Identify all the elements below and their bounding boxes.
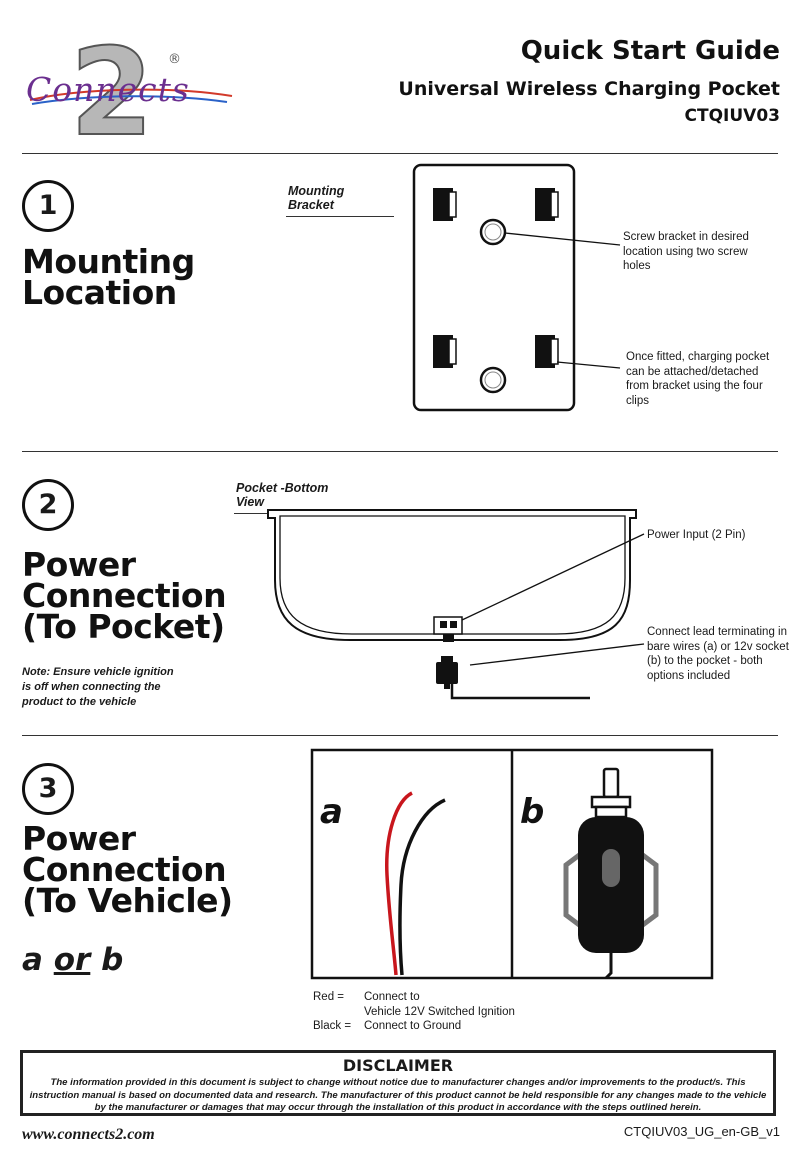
divider-step1 (22, 451, 778, 452)
bracket-clip (535, 335, 559, 368)
logo-graphic: 2 (29, 28, 233, 148)
pocket-outline (267, 509, 637, 641)
legend-key: Red = (313, 991, 345, 1003)
note-line: Note: Ensure vehicle ignition (22, 666, 174, 678)
callout-line: location using two screw (623, 245, 748, 258)
bracket-clip (535, 188, 559, 221)
product-name: Universal Wireless Charging Pocket (398, 78, 780, 100)
callout-line: Screw bracket in desired (623, 231, 749, 243)
step-2-badge: 2 (22, 479, 74, 531)
step-2-title-line3: (To Pocket) (22, 607, 225, 646)
callout-line: holes (623, 260, 651, 272)
step-3-title-line1: Power (22, 819, 136, 858)
logo-wordmark: Connects (26, 70, 190, 109)
callout-line: Connect lead terminating in (647, 626, 787, 638)
callout-connect-lead: Connect lead terminating in bare wires (… (647, 625, 789, 683)
step-2-title-line1: Power (22, 545, 136, 584)
leader-line (461, 533, 645, 621)
website-link[interactable]: www.connects2.com (22, 1126, 155, 1143)
black-wire (398, 798, 446, 976)
pocket-inner-edge (279, 515, 626, 635)
bracket-clip (433, 188, 457, 221)
divider-header (22, 153, 778, 154)
callout-line: (b) to the pocket - both (647, 655, 763, 667)
registered-mark: ® (168, 52, 181, 67)
legend-key: Black = (313, 1020, 352, 1032)
disclaimer-heading: DISCLAIMER (342, 1056, 454, 1075)
step-3-title-line2: Connection (22, 850, 227, 889)
legend-row: Vehicle 12V Switched Ignition (313, 1005, 515, 1020)
callout-line: options included (647, 669, 731, 682)
legend-value: Connect to (364, 991, 420, 1003)
power-lead-plug (436, 656, 590, 700)
step-3-title-line3: (To Vehicle) (22, 881, 233, 920)
figure-label-bracket: Mounting Bracket (286, 184, 394, 217)
note-line: is off when connecting the (22, 681, 161, 693)
brand-logo: 2 (22, 28, 242, 148)
step-3-badge: 3 (22, 763, 74, 815)
legend-row: Red = Connect to (313, 990, 515, 1005)
divider-step2 (22, 735, 778, 736)
wire-legend: Red = Connect to Vehicle 12V Switched Ig… (313, 990, 515, 1034)
step-2-title-line2: Connection (22, 576, 227, 615)
callout-power-input: Power Input (2 Pin) (647, 529, 746, 541)
callout-line: can be attached/detached (626, 365, 759, 378)
step-1-badge: 1 (22, 180, 74, 232)
legend-row: Black = Connect to Ground (313, 1019, 515, 1034)
leader-line (556, 361, 621, 369)
choice-or: or (53, 942, 91, 978)
choice-a-or-b: a or b (22, 942, 123, 978)
ignition-note: Note: Ensure vehicle ignition is off whe… (22, 665, 192, 710)
note-line: product to the vehicle (22, 696, 137, 708)
leader-line (504, 232, 621, 246)
model-number: CTQIUV03 (684, 106, 780, 126)
disclaimer-text: The information provided in this documen… (29, 1077, 767, 1113)
logo-numeral: 2 (70, 28, 154, 148)
pocket-bottom-view-diagram (267, 509, 645, 700)
step-3-title: Power Connection (To Vehicle) (22, 819, 233, 920)
step-1-title-line2: Location (22, 273, 177, 312)
bracket-clip (433, 335, 457, 368)
callout-line: clips (626, 394, 650, 407)
step-1-title-line1: Mounting (22, 242, 195, 281)
callout-line: bare wires (a) or 12v socket (647, 640, 789, 653)
callout-line: Once fitted, charging pocket (626, 351, 770, 363)
step-1-title: Mounting Location (22, 242, 195, 312)
choice-b: b (101, 942, 124, 978)
document-code: CTQIUV03_UG_en-GB_v1 (623, 1124, 780, 1139)
mounting-bracket-diagram (412, 163, 621, 412)
legend-key (313, 1005, 364, 1020)
power-input-port (433, 616, 463, 642)
cigarette-lighter-plug (563, 767, 659, 980)
panel-a-label: a (320, 792, 343, 832)
callout-clips: Once fitted, charging pocket can be atta… (626, 350, 769, 408)
legend-value: Vehicle 12V Switched Ignition (364, 1005, 515, 1018)
vehicle-connection-diagram: a b (310, 748, 714, 980)
page-title: Quick Start Guide (520, 36, 780, 66)
legend-value: Connect to Ground (364, 1020, 462, 1032)
callout-screw-bracket: Screw bracket in desired location using … (623, 230, 749, 274)
disclaimer-box: DISCLAIMER The information provided in t… (20, 1050, 776, 1116)
leader-line (469, 643, 645, 666)
red-wire (385, 791, 413, 976)
panel-b-label: b (520, 792, 544, 832)
step-2-title: Power Connection (To Pocket) (22, 545, 227, 646)
choice-a: a (22, 942, 43, 978)
callout-line: from bracket using the four (626, 380, 763, 392)
